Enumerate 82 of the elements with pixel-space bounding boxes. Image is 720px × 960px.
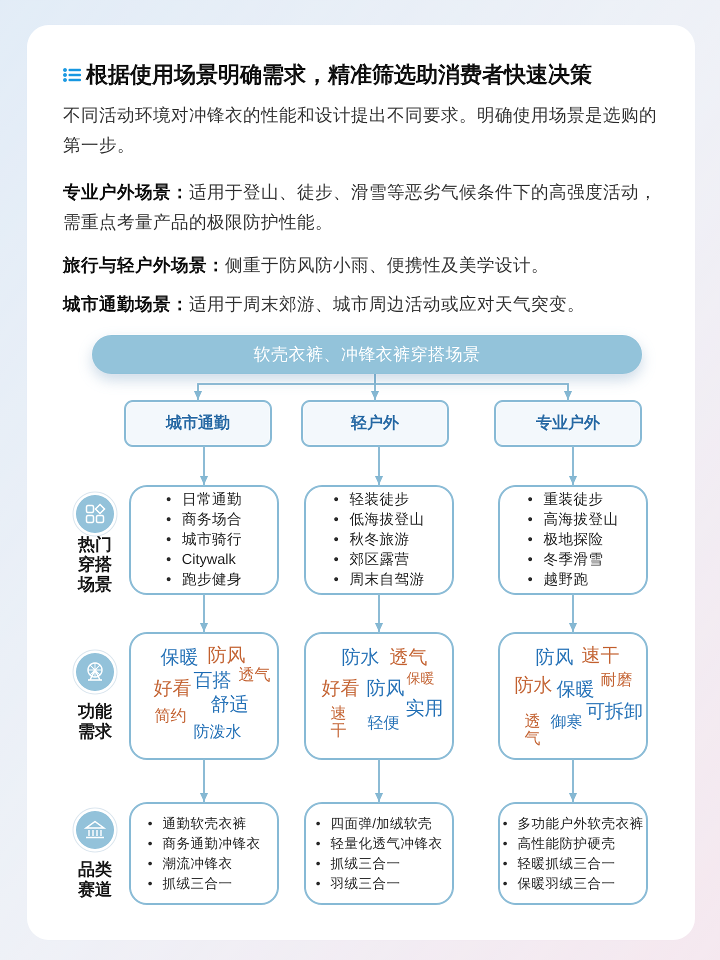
list-item: • 抓绒三合一 bbox=[316, 854, 402, 872]
list-item: • 越野跑 bbox=[528, 571, 590, 590]
feature-word: 轻便 bbox=[368, 716, 400, 732]
list-item: • 低海拔登山 bbox=[334, 511, 424, 530]
arrow bbox=[200, 760, 208, 802]
list-card bbox=[304, 802, 454, 905]
arrow bbox=[568, 447, 578, 485]
category-box: 专业户外 bbox=[494, 400, 642, 447]
list-item: • 重装徒步 bbox=[528, 491, 604, 510]
list-item: • 城市骑行 bbox=[166, 530, 242, 550]
list-item: • 四面弹/加绒软壳 bbox=[316, 814, 434, 832]
feature-word: 舒适 bbox=[210, 695, 248, 714]
list-card bbox=[498, 802, 648, 905]
list-item: • 极地探险 bbox=[528, 531, 604, 550]
feature-word: 防风 bbox=[366, 679, 404, 698]
list-item: • 冬季滑雪 bbox=[528, 551, 604, 570]
list-item: • 抓绒三合一 bbox=[148, 874, 234, 892]
feature-word: 速干 bbox=[330, 704, 346, 740]
description: 城市通勤场景：适用于周末郊游、城市周边活动或应对天气突变。 bbox=[63, 293, 586, 316]
list-card bbox=[129, 485, 279, 595]
feature-word: 好看 bbox=[154, 679, 192, 698]
list-item: • 轻装徒步 bbox=[334, 491, 410, 510]
feature-word: 透气 bbox=[238, 668, 270, 684]
arrow bbox=[200, 447, 208, 485]
list-card bbox=[129, 802, 279, 905]
list-item: • 周末自驾游 bbox=[334, 571, 424, 590]
feature-word: 防水 bbox=[514, 676, 552, 695]
feature-word: 保暖 bbox=[406, 670, 434, 684]
category-box: 城市通勤 bbox=[124, 400, 272, 447]
feature-word: 好看 bbox=[322, 679, 360, 698]
description: 旅行与轻户外场景：侧重于防风防小雨、便携性及美学设计。 bbox=[63, 254, 550, 277]
arrow bbox=[374, 760, 384, 802]
feature-word: 简约 bbox=[154, 708, 186, 724]
list-card bbox=[304, 485, 454, 595]
list-card bbox=[498, 485, 648, 595]
row-label: 热门穿搭场景 bbox=[78, 535, 112, 595]
feature-word: 防水 bbox=[342, 648, 380, 667]
arrow bbox=[374, 374, 572, 400]
list-item: • 商务场合 bbox=[166, 510, 242, 530]
banner: 软壳衣裤、冲锋衣裤穿搭场景 bbox=[92, 335, 642, 374]
row-label: 品类赛道 bbox=[78, 860, 112, 900]
list-item: • 保暖羽绒三合一 bbox=[502, 874, 616, 892]
word-cloud-card bbox=[129, 632, 279, 760]
list-item: • 通勤软壳衣裤 bbox=[148, 814, 248, 832]
feature-word: 实用 bbox=[406, 699, 444, 718]
feature-word: 耐磨 bbox=[600, 672, 632, 688]
arrow bbox=[200, 595, 208, 632]
feature-word: 保暖 bbox=[556, 680, 594, 699]
feature-word: 保暖 bbox=[160, 648, 198, 667]
feature-word: 防泼水 bbox=[194, 724, 242, 740]
feature-word: 速干 bbox=[582, 646, 620, 665]
row-label: 功能需求 bbox=[78, 702, 112, 742]
list-item: • 轻暖抓绒三合一 bbox=[502, 854, 616, 872]
arrow bbox=[374, 595, 384, 632]
list-item: • 羽绒三合一 bbox=[316, 874, 402, 892]
list-item: • 秋冬旅游 bbox=[334, 531, 410, 550]
list-item: • 郊区露营 bbox=[334, 551, 410, 570]
list-item: • 跑步健身 bbox=[166, 571, 242, 590]
category-box: 轻户外 bbox=[301, 400, 449, 447]
list-item: • 日常通勤 bbox=[166, 491, 242, 510]
feature-word: 百搭 bbox=[194, 671, 232, 690]
arrow bbox=[568, 760, 578, 802]
list-item: • 多功能户外软壳衣裤 bbox=[502, 814, 644, 832]
list-item: • 高性能防护硬壳 bbox=[502, 834, 616, 852]
list-item: • 高海拔登山 bbox=[528, 510, 618, 530]
feature-word: 透气 bbox=[524, 712, 540, 748]
word-cloud-card bbox=[498, 632, 648, 760]
feature-word: 可拆卸 bbox=[586, 702, 643, 721]
list-item: • Citywalk bbox=[166, 551, 237, 570]
list-item: • 潮流冲锋衣 bbox=[148, 854, 234, 872]
feature-word: 防风 bbox=[208, 646, 246, 665]
feature-word: 透气 bbox=[390, 648, 428, 667]
word-cloud-card bbox=[304, 632, 454, 760]
title: 根据使用场景明确需求，精准筛选助消费者快速决策 bbox=[86, 61, 592, 89]
feature-word: 御寒 bbox=[550, 714, 582, 730]
feature-word: 防风 bbox=[536, 648, 574, 667]
description: 不同活动环境对冲锋衣的性能和设计提出不同要求。明确使用场景是选购的第一步。 bbox=[63, 104, 658, 157]
list-item: • 轻量化透气冲锋衣 bbox=[316, 834, 442, 852]
description: 专业户外场景：适用于登山、徒步、滑雪等恶劣气候条件下的高强度活动，需重点考量产品的极限防护性能。 bbox=[63, 181, 658, 234]
list-item: • 商务通勤冲锋衣 bbox=[148, 834, 260, 852]
arrow bbox=[568, 595, 578, 632]
arrow bbox=[374, 447, 384, 485]
